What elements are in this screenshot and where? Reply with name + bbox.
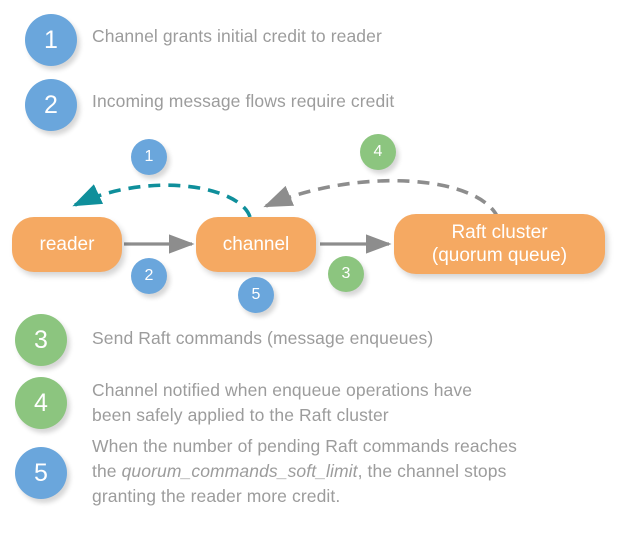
legend-text-5-line2-suffix: , the channel stops [357,461,507,481]
legend-marker-5-number: 5 [34,458,48,487]
arrow-raft-notify-dashed [263,178,500,219]
legend-marker-2: 2 [25,79,77,131]
legend-text-2: Incoming message flows require credit [92,91,395,111]
legend-text-3: Send Raft commands (message enqueues) [92,328,434,348]
node-raft-cluster[interactable]: Raft cluster (quorum queue) [394,214,605,274]
legend-text-4-line2: been safely applied to the Raft cluster [92,405,389,425]
flow-marker-5-number: 5 [251,286,261,303]
flow-marker-4-number: 4 [373,143,383,160]
node-channel-label: channel [222,234,290,255]
flow-marker-4: 4 [360,134,396,170]
node-reader[interactable]: reader [12,217,122,272]
node-raft-cluster-label-line2: (quorum queue) [431,245,568,266]
legend-marker-5: 5 [15,447,67,499]
legend-text-4-line1: Channel notified when enqueue operations… [92,380,473,400]
node-raft-cluster-label-line1: Raft cluster [451,222,548,243]
node-channel[interactable]: channel [196,217,316,272]
legend-text-5-line2-prefix: the [92,461,122,481]
legend-marker-3-number: 3 [34,325,48,354]
legend-text-5-line1: When the number of pending Raft commands… [92,436,518,456]
legend-text-4: Channel notified when enqueue operations… [92,378,612,428]
legend-marker-4-number: 4 [34,388,48,417]
flow-marker-3-number: 3 [341,265,351,282]
legend-marker-1: 1 [25,14,77,66]
flow-marker-1: 1 [131,139,167,175]
legend-text-5-line2: the quorum_commands_soft_limit, the chan… [92,459,620,484]
node-reader-label: reader [39,234,95,255]
legend-marker-4: 4 [15,377,67,429]
legend-marker-2-number: 2 [44,90,58,119]
arrow-credit-grant-dashed [72,183,252,218]
legend-text-1: Channel grants initial credit to reader [92,26,382,46]
legend-marker-1-number: 1 [44,25,58,54]
legend-text-5-line3: granting the reader more credit. [92,486,341,506]
legend-text-5: When the number of pending Raft commands… [92,434,620,509]
flow-marker-1-number: 1 [144,148,154,165]
legend-text-5-config-key: quorum_commands_soft_limit [121,461,358,481]
flow-marker-2-number: 2 [144,267,154,284]
flow-marker-2: 2 [131,258,167,294]
flow-marker-3: 3 [328,256,364,292]
legend-marker-3: 3 [15,314,67,366]
flow-marker-5: 5 [238,277,274,313]
